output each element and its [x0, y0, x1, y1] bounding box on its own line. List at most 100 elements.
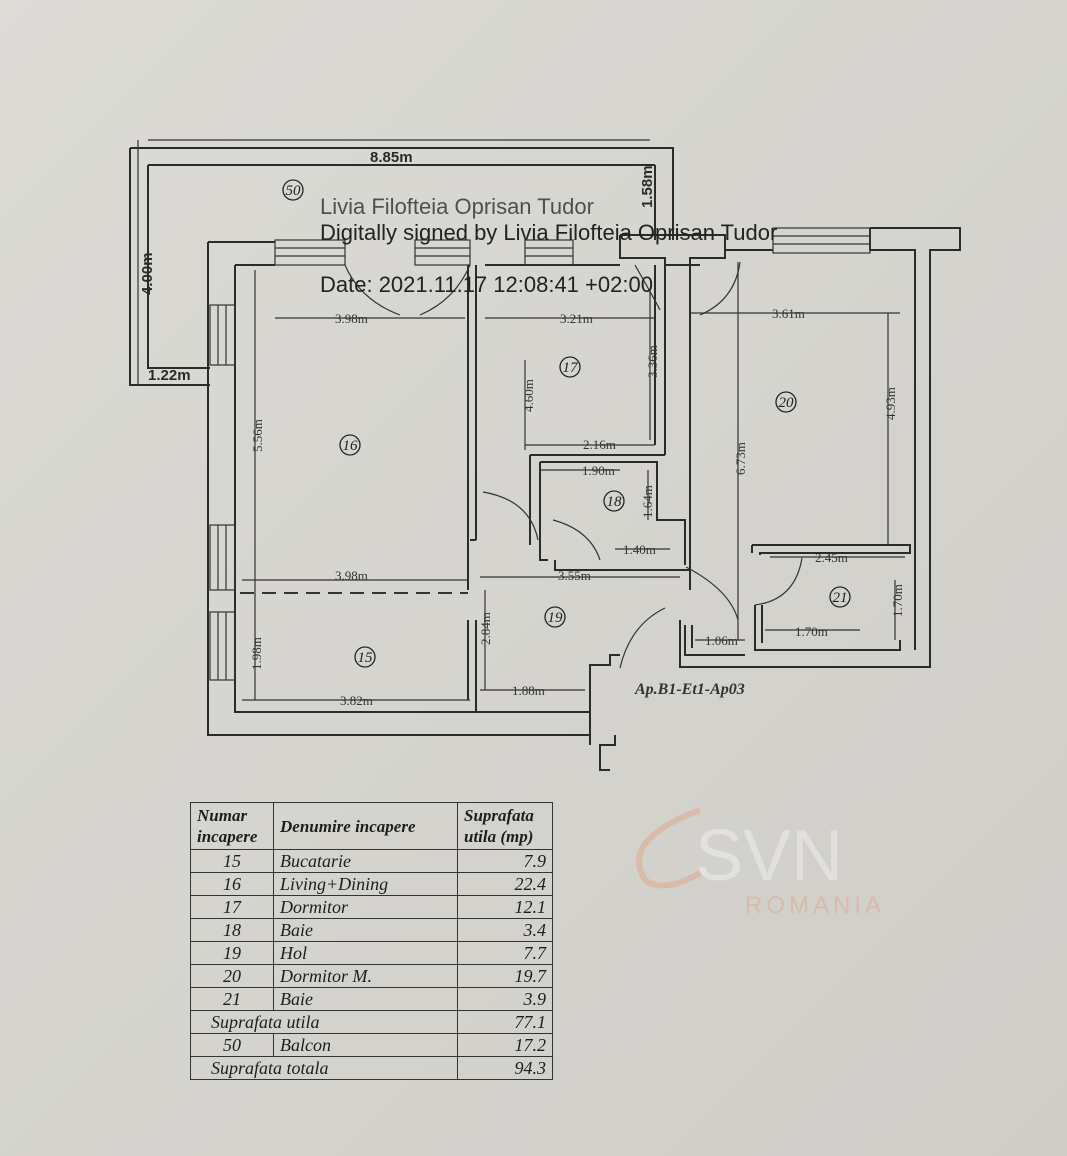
room-name-cell: Dormitor M.: [273, 964, 458, 988]
room-number: 18: [607, 494, 623, 510]
room-name-cell: Balcon: [273, 1033, 458, 1057]
room-number-circle: [603, 490, 625, 512]
area-cell: 3.4: [457, 918, 553, 942]
room-number: 15: [358, 650, 374, 666]
room-number-circle: [559, 356, 581, 378]
area-cell: 7.9: [457, 849, 553, 873]
subtotal-label: Suprafata utila: [190, 1010, 458, 1034]
room-number-cell: 17: [190, 895, 274, 919]
apartment-walls: [207, 227, 961, 771]
room-number: 21: [833, 590, 848, 606]
signature-signed-by: Digitally signed by Livia Filofteia Opri…: [320, 220, 777, 245]
area-cell: 3.9: [457, 987, 553, 1011]
room-number-cell: 20: [190, 964, 274, 988]
total-label: Suprafata totala: [190, 1056, 458, 1080]
area-cell: 12.1: [457, 895, 553, 919]
dim-label: 1.22m: [148, 367, 191, 384]
balcony-outline: [129, 139, 674, 386]
area-cell: 7.7: [457, 941, 553, 965]
room-number-circle: [282, 179, 304, 201]
room-name-cell: Dormitor: [273, 895, 458, 919]
area-cell: 22.4: [457, 872, 553, 896]
svg-text:SVN: SVN: [695, 816, 843, 896]
header-area: Suprafata utila (mp): [457, 802, 553, 850]
room-number-cell: 50: [190, 1033, 274, 1057]
total-area: 94.3: [457, 1056, 553, 1080]
dim-label: 1.64m: [640, 485, 655, 518]
dim-label: 1.98m: [249, 637, 264, 670]
dim-label: 3.98m: [335, 568, 368, 583]
dim-label: 3.21m: [560, 311, 593, 326]
room-name-cell: Baie: [273, 918, 458, 942]
digital-signature: Livia Filofteia Oprisan Tudor Digitally …: [320, 194, 777, 297]
room-number-cell: 16: [190, 872, 274, 896]
room-name-cell: Baie: [273, 987, 458, 1011]
room-number-cell: 19: [190, 941, 274, 965]
dim-label: 3.98m: [335, 311, 368, 326]
dim-label: 2.45m: [815, 550, 848, 565]
svg-text:ROMANIA: ROMANIA: [745, 892, 885, 919]
header-room-name: Denumire incapere: [273, 802, 458, 850]
dim-label: 6.73m: [733, 442, 748, 475]
dimension-labels: 8.85m 4.00m 1.58m 1.22m 3.98m 3.21m 3.61…: [139, 149, 905, 708]
room-number-circle: [339, 434, 361, 456]
room-number-circle: [775, 391, 797, 413]
dim-label: 3.36m: [645, 345, 660, 378]
room-number: 19: [548, 610, 564, 626]
dim-label: 2.16m: [583, 437, 616, 452]
dimension-lines: [242, 262, 905, 701]
subtotal-area: 77.1: [457, 1010, 553, 1034]
room-number: 50: [286, 183, 302, 199]
dim-label: 3.82m: [340, 693, 373, 708]
room-number-cell: 18: [190, 918, 274, 942]
dim-label: 5.56m: [250, 419, 265, 452]
signature-name: Livia Filofteia Oprisan Tudor: [320, 194, 594, 219]
room-number: 17: [563, 360, 580, 376]
room-name-cell: Bucatarie: [273, 849, 458, 873]
header-room-number: Numar incapere: [190, 802, 274, 850]
room-number-circle: [544, 606, 566, 628]
dim-label: 1.70m: [795, 624, 828, 639]
dim-label: 8.85m: [370, 149, 413, 166]
dim-label: 1.88m: [512, 683, 545, 698]
room-number-cell: 15: [190, 849, 274, 873]
room-number-cell: 21: [190, 987, 274, 1011]
room-numbers: 50 16 17 18 19 20 21 15: [282, 179, 851, 668]
dim-label: 1.40m: [623, 542, 656, 557]
area-cell: 19.7: [457, 964, 553, 988]
dim-label: 1.58m: [639, 165, 656, 208]
room-number: 20: [779, 395, 795, 411]
dim-label: 4.60m: [521, 379, 536, 412]
room-number-circle: [354, 646, 376, 668]
dim-label: 3.55m: [558, 568, 591, 583]
room-number: 16: [343, 438, 359, 454]
area-cell: 17.2: [457, 1033, 553, 1057]
dim-label: 3.61m: [772, 306, 805, 321]
room-name-cell: Living+Dining: [273, 872, 458, 896]
dim-label: 1.70m: [890, 584, 905, 617]
watermark-logo: SVN ROMANIA: [636, 807, 885, 919]
signature-date: Date: 2021.11.17 12:08:41 +02:00: [320, 272, 653, 297]
dim-label: 1.06m: [705, 633, 738, 648]
dim-label: 2.84m: [478, 612, 493, 645]
dim-label: 4.93m: [883, 387, 898, 420]
room-number-circle: [829, 586, 851, 608]
windows: [209, 227, 871, 681]
dim-label: 1.90m: [582, 463, 615, 478]
door-swings: [344, 261, 803, 669]
room-name-cell: Hol: [273, 941, 458, 965]
room-area-table: Numar incapere Denumire incapere Suprafa…: [190, 802, 553, 1080]
dim-label: 4.00m: [139, 252, 156, 295]
apartment-code: Ap.B1-Et1-Ap03: [634, 681, 745, 698]
